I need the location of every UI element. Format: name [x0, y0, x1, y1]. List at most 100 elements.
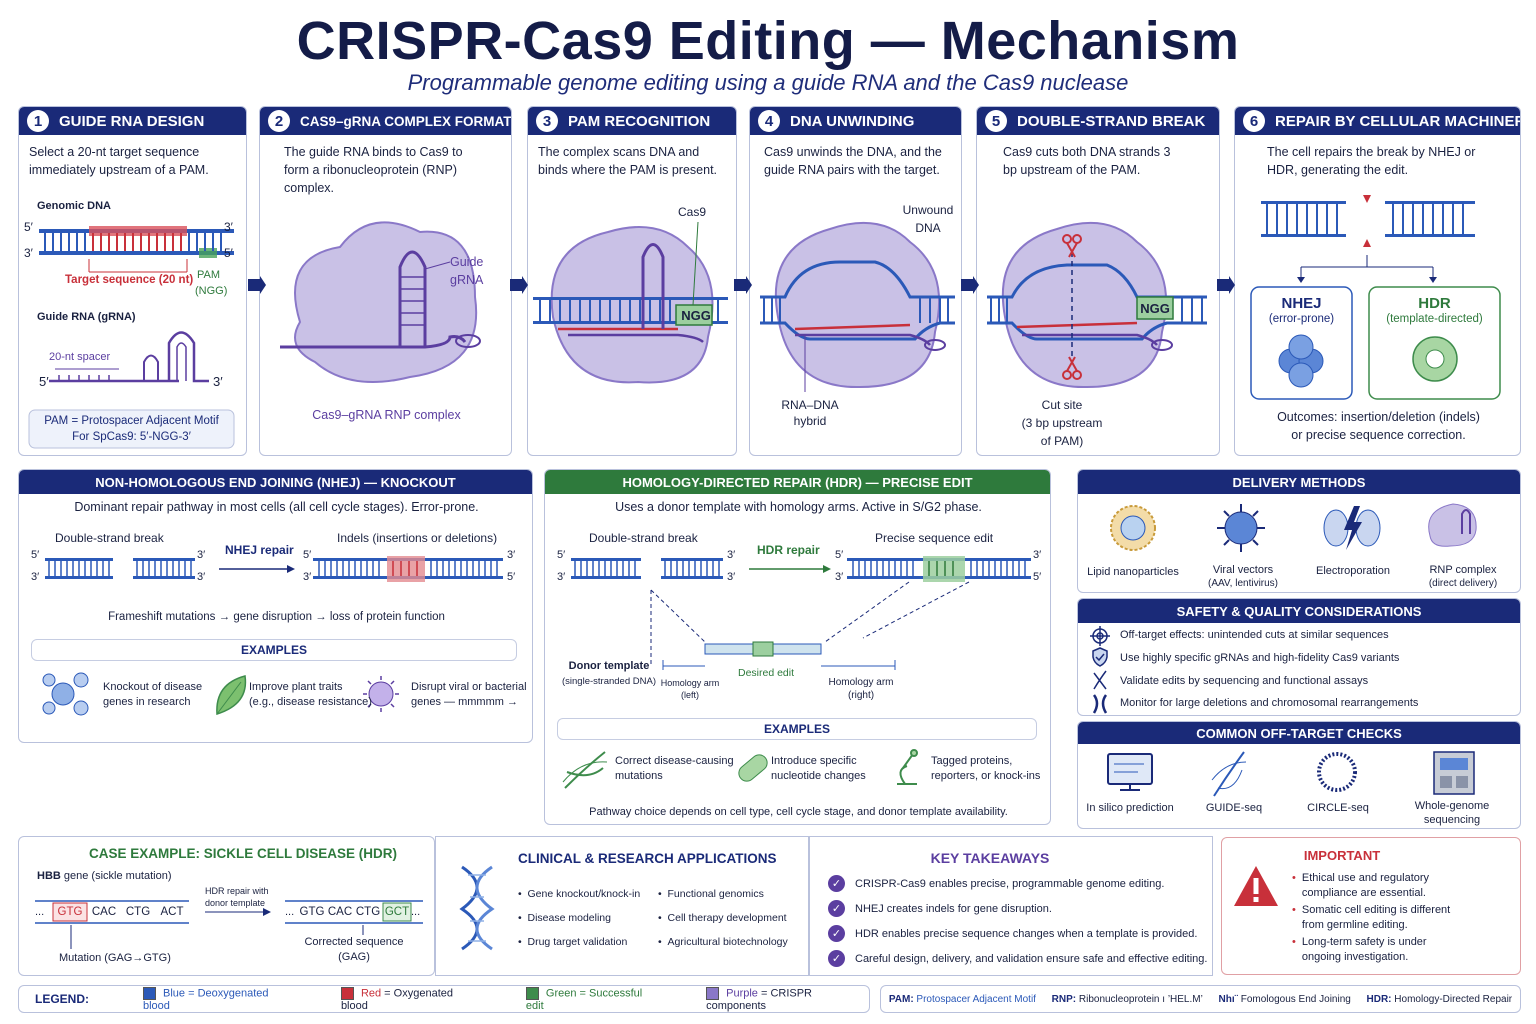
- three-prime-label: 3′: [24, 246, 33, 260]
- donor-template: [662, 641, 896, 670]
- offtarget-item-label: GUIDE-seq: [1205, 802, 1263, 814]
- flow-arrow-icon: [1217, 276, 1235, 294]
- hdr-panel-title: HOMOLOGY-DIRECTED REPAIR (HDR) — PRECISE…: [545, 470, 1050, 494]
- legend-swatch: [340, 986, 354, 1000]
- step-number: 4: [758, 110, 780, 132]
- legend-item: Red = Oxygenated blood: [340, 986, 453, 1012]
- delivery-item-sublabel: (AAV, lentivirus): [1207, 578, 1279, 589]
- legend-swatch: [706, 986, 720, 1000]
- cas9-protein-blob: [774, 221, 941, 389]
- homology-arm-right: Homology arm: [828, 677, 894, 688]
- step-description: Cas9 cuts both DNA strands 3 bp upstream…: [1003, 145, 1171, 177]
- hdr-examples-icons: [562, 749, 918, 789]
- step-number: 3: [536, 110, 558, 132]
- target-sequence-label: Target sequence (20 nt): [65, 274, 194, 286]
- dna-check-icon: [1093, 670, 1107, 690]
- genomic-dna-helix: [39, 226, 234, 273]
- takeaways-panel: KEY TAKEAWAYS ✓CRISPR-Cas9 enables preci…: [809, 836, 1213, 976]
- hbb-gene-label: HBB gene (sickle mutation): [37, 870, 172, 882]
- offtarget-item-label: Whole-genome: [1414, 800, 1490, 812]
- cas9-protein-blob: [550, 226, 714, 384]
- legend-bar: LEGEND: Blue = Deoxygenated blood Red = …: [18, 985, 870, 1013]
- rnp-caption: Cas9–gRNA RNP complex: [312, 408, 461, 422]
- step-number: 6: [1243, 110, 1265, 132]
- codon: ACT: [160, 906, 184, 918]
- step-header: 6 REPAIR BY CELLULAR MACHINERY: [1235, 107, 1520, 135]
- pam-site-box: [1136, 296, 1174, 320]
- sequence-dots: ...: [35, 906, 45, 918]
- offtarget-item-label: In silico prediction: [1086, 802, 1174, 814]
- list-item: • Disease modeling: [518, 912, 611, 924]
- offtarget-icons: [1107, 751, 1475, 797]
- step-dna-unwinding: 4 DNA UNWINDING Cas9 unwinds the DNA, and…: [749, 106, 962, 456]
- important-title: IMPORTANT: [1303, 848, 1381, 863]
- corrected-label-2: (GAG): [338, 951, 370, 963]
- five-prime-label: 5′: [835, 549, 844, 561]
- outcome-text-2: or precise sequence correction.: [1291, 428, 1466, 442]
- takeaways-list: ✓CRISPR-Cas9 enables precise, programmab…: [828, 875, 1207, 975]
- nhej-panel-title: NON-HOMOLOGOUS END JOINING (NHEJ) — KNOC…: [19, 470, 532, 494]
- step-number: 2: [268, 110, 290, 132]
- hdr-diagram: [571, 556, 1031, 670]
- list-item: • Gene knockout/knock-in: [518, 888, 641, 900]
- step-title: DNA UNWINDING: [790, 112, 915, 130]
- unwound-label: Unwound: [902, 203, 954, 217]
- delivery-panel: DELIVERY METHODS Lipid nanoparticles Vir…: [1077, 469, 1521, 593]
- step-description: Select a 20-nt target sequence immediate…: [29, 145, 209, 177]
- sequencer-icon: [1433, 751, 1475, 795]
- three-prime-label: 3′: [31, 571, 40, 583]
- hdr-repair-label: HDR repair: [757, 543, 820, 557]
- step-description: The complex scans DNA and binds where th…: [538, 145, 718, 177]
- pam-recognition-diagram: [533, 221, 728, 384]
- codon: CAC: [91, 906, 117, 918]
- legend-label: LEGEND:: [35, 992, 89, 1006]
- case-title: CASE EXAMPLE: SICKLE CELL DISEASE (HDR): [89, 846, 398, 861]
- nhej-panel: NON-HOMOLOGOUS END JOINING (NHEJ) — KNOC…: [18, 469, 533, 743]
- guide-rna-design-diagram: [28, 226, 235, 449]
- codon: CTG: [355, 906, 381, 918]
- broken-dna-right: [133, 558, 195, 579]
- outcome-text: Outcomes: insertion/deletion (indels): [1277, 410, 1480, 424]
- codon-corrected: GCT: [384, 906, 410, 918]
- grna-hairpin: [398, 250, 427, 347]
- mutation-label: Mutation (GAG→GTG): [59, 952, 171, 964]
- safety-panel: SAFETY & QUALITY CONSIDERATIONS Off-targ…: [1077, 598, 1521, 716]
- takeaways-title: KEY TAKEAWAYS: [930, 850, 1050, 866]
- step-title: REPAIR BY CELLULAR MACHINERY: [1275, 112, 1521, 130]
- delivery-item-label: Viral vectors: [1212, 564, 1274, 576]
- cut-site-label: Cut site: [1041, 398, 1083, 412]
- five-prime-label: 5′: [557, 549, 566, 561]
- three-prime-label: 3′: [507, 549, 516, 561]
- target-icon: [1090, 626, 1110, 646]
- flow-arrow-icon: [734, 276, 752, 294]
- grna-label: gRNA: [450, 273, 484, 287]
- dsb-label: Double-strand break: [55, 531, 164, 545]
- five-prime-label: 5′: [31, 549, 40, 561]
- rnp-complex-icon: [1428, 503, 1477, 547]
- case-example-panel: CASE EXAMPLE: SICKLE CELL DISEASE (HDR) …: [18, 836, 435, 976]
- cas9-label: Cas9: [678, 205, 707, 219]
- examples-header: EXAMPLES: [557, 718, 1037, 740]
- three-prime-label: 3′: [224, 220, 233, 234]
- sickle-cell-sequence-diagram: [35, 900, 423, 949]
- donor-template-sublabel: (single-stranded DNA): [562, 676, 656, 687]
- three-prime-label: 3′: [197, 571, 206, 583]
- delivery-item-label: Electroporation: [1316, 565, 1390, 577]
- cell-icon: [42, 672, 89, 716]
- nhej-subtitle: (error-prone): [1268, 313, 1335, 325]
- step-description: Cas9 unwinds the DNA, and the guide RNA …: [764, 145, 942, 177]
- broken-dna-right: [661, 558, 723, 579]
- safety-title: SAFETY & QUALITY CONSIDERATIONS: [1078, 599, 1520, 623]
- sequence-dots: ...: [411, 906, 421, 918]
- homology-arm-left-sub: (left): [681, 690, 699, 700]
- step-description: The guide RNA binds to Cas9 to form a ri…: [284, 145, 463, 195]
